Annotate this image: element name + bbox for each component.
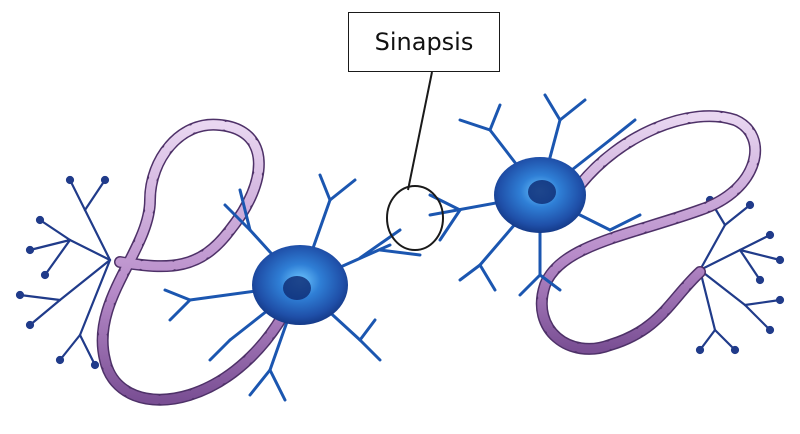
right-nucleus bbox=[528, 180, 556, 204]
right-axon-terminal bbox=[697, 197, 783, 353]
right-neuron bbox=[430, 95, 783, 353]
callout-line bbox=[408, 72, 432, 190]
synapse-callout bbox=[387, 72, 443, 250]
synapse-circle bbox=[387, 186, 443, 250]
right-axon bbox=[542, 116, 755, 349]
synapse-label: Sinapsis bbox=[348, 12, 500, 72]
left-nucleus bbox=[283, 276, 311, 300]
left-neuron bbox=[17, 125, 420, 400]
left-axon-terminal bbox=[17, 177, 110, 368]
